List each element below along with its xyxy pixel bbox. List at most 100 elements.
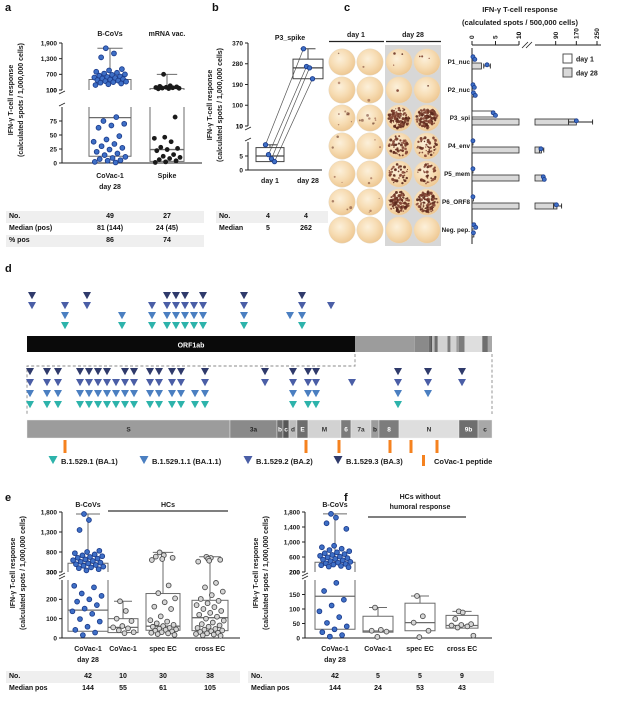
variant-mutation-marker [177,368,185,376]
table-cell: 53 [416,685,424,692]
panel-label-b: b [212,2,219,14]
table-cell: 61 [159,685,167,692]
variant-mutation-marker [76,401,84,409]
variant-mutation-marker [333,456,343,465]
variant-mutation-marker [190,312,198,320]
variant-mutation-marker [240,292,248,300]
svg-text:cross EC: cross EC [447,646,477,653]
svg-text:9b: 9b [465,427,473,434]
gene-segment [477,419,493,439]
variant-mutation-marker [112,379,120,387]
svg-text:day 28: day 28 [324,657,346,664]
legend-swatch [562,67,573,78]
svg-text:5: 5 [493,35,500,39]
elispot-well [413,76,441,104]
svg-text:200: 200 [289,569,300,576]
variant-mutation-marker [155,390,163,398]
svg-text:CoVac-1: CoVac-1 [321,646,349,653]
svg-text:1,000: 1,000 [284,539,301,546]
svg-text:N: N [427,427,432,434]
variant-mutation-marker [261,379,269,387]
svg-text:0: 0 [53,160,57,167]
variant-mutation-marker [312,390,320,398]
variant-mutation-marker [394,390,402,398]
svg-text:75: 75 [50,118,58,125]
variant-mutation-marker [168,379,176,387]
variant-mutation-marker [191,401,199,409]
variant-mutation-marker [312,368,320,376]
variant-mutation-marker [118,312,126,320]
variant-mutation-marker [458,379,466,387]
table-cell: 24 (45) [155,225,179,232]
covac-peptide-tick [337,440,341,453]
variant-mutation-marker [103,401,111,409]
svg-text:190: 190 [232,82,243,89]
variant-mutation-marker [190,322,198,330]
variant-mutation-marker [155,368,163,376]
svg-text:(calculated spots / 1,000,000: (calculated spots / 1,000,000 cells) [263,516,270,630]
variant-mutation-marker [199,292,207,300]
variant-mutation-marker [94,390,102,398]
variant-mutation-marker [172,322,180,330]
elispot-well [328,132,356,160]
svg-text:CoVac-1 peptide: CoVac-1 peptide [434,457,492,466]
variant-mutation-marker [54,368,62,376]
variant-mutation-marker [155,379,163,387]
svg-text:P2_nuc: P2_nuc [448,87,471,94]
table-cell: 86 [106,237,114,244]
variant-mutation-marker [148,312,156,320]
table-cell: 24 [374,685,382,692]
table-cell: 42 [331,673,339,680]
variant-mutation-marker [201,379,209,387]
variant-mutation-marker [43,379,51,387]
variant-mutation-marker [163,302,171,310]
elispot-well [328,160,356,188]
svg-text:E: E [300,427,305,434]
variant-mutation-marker [201,401,209,409]
svg-text:day 1: day 1 [261,178,279,185]
variant-mutation-marker [148,322,156,330]
variant-mutation-marker [298,312,306,320]
elispot-well [356,76,384,104]
table-cell: 5 [418,673,422,680]
variant-mutation-marker [394,401,402,409]
variant-mutation-marker [112,401,120,409]
variant-mutation-marker [26,390,34,398]
table-cell: 27 [163,213,171,220]
variant-mutation-marker [146,401,154,409]
svg-text:5: 5 [239,153,243,160]
covac-peptide-tick [304,440,308,453]
variant-mutation-marker [121,401,129,409]
panel-label-e: e [5,492,12,504]
table-cell: 262 [300,225,312,232]
table-cell: 49 [106,213,114,220]
svg-text:B-CoVs: B-CoVs [322,502,347,509]
variant-mutation-marker [394,379,402,387]
svg-text:700: 700 [46,72,57,79]
variant-mutation-marker [163,322,171,330]
svg-text:280: 280 [232,61,243,68]
svg-text:(calculated spots / 1,000,000: (calculated spots / 1,000,000 cells) [20,516,27,630]
variant-mutation-marker [289,390,297,398]
variant-mutation-marker [103,379,111,387]
variant-mutation-marker [146,390,154,398]
covac-peptide-tick [409,440,413,453]
svg-text:1,300: 1,300 [41,56,58,63]
variant-mutation-marker [181,322,189,330]
svg-text:B-CoVs: B-CoVs [97,31,122,38]
svg-text:CoVac-1: CoVac-1 [364,646,392,653]
variant-mutation-marker [61,302,69,310]
svg-text:1,800: 1,800 [284,509,301,516]
variant-mutation-marker [394,368,402,376]
svg-text:B.1.529.1.1 (BA.1.1): B.1.529.1.1 (BA.1.1) [152,457,222,466]
svg-text:c: c [483,427,487,434]
svg-text:P3_spi: P3_spi [450,115,471,122]
table-row-label: Median (pos) [9,225,53,232]
legend-swatch [562,53,573,64]
svg-text:100: 100 [46,87,57,94]
table-row-label: Median [219,225,244,232]
variant-mutation-marker [43,368,51,376]
